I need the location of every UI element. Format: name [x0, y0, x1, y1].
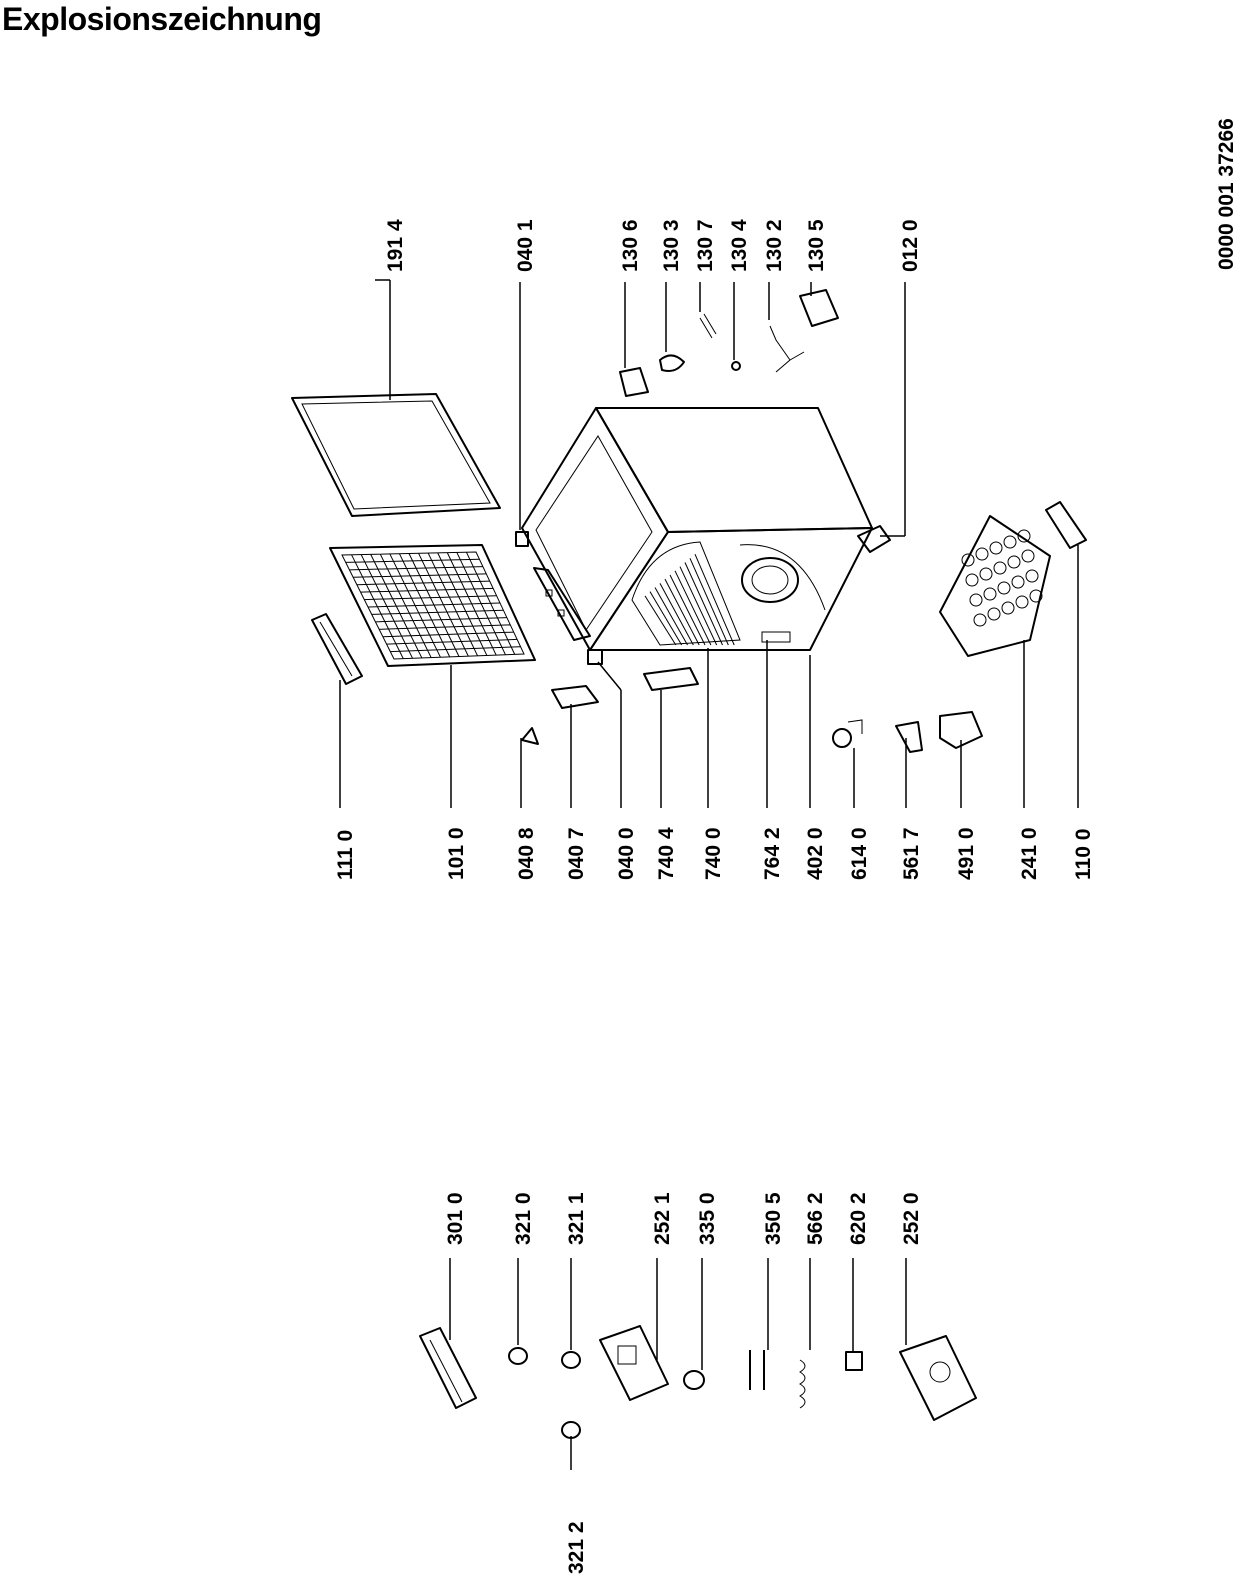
label-040-8: 040 8 [515, 827, 538, 880]
label-040-1: 040 1 [514, 219, 537, 272]
label-335-0: 335 0 [696, 1192, 719, 1245]
label-301-0: 301 0 [444, 1192, 467, 1245]
label-101-0: 101 0 [445, 827, 468, 880]
cabinet-body-part [521, 407, 873, 651]
label-620-2: 620 2 [847, 1192, 870, 1245]
label-566-2: 566 2 [804, 1192, 827, 1245]
label-561-7: 561 7 [900, 827, 923, 880]
label-241-0: 241 0 [1018, 827, 1041, 880]
label-252-1: 252 1 [651, 1192, 674, 1245]
page-title: Explosionszeichnung [2, 1, 322, 37]
label-130-6: 130 6 [619, 219, 642, 272]
label-110-0: 110 0 [1072, 829, 1095, 880]
lid-frame-part [291, 393, 501, 517]
label-130-3: 130 3 [660, 219, 683, 272]
label-130-4: 130 4 [728, 219, 751, 272]
label-321-2: 321 2 [565, 1521, 588, 1574]
label-191-4: 191 4 [384, 219, 407, 272]
label-130-2: 130 2 [763, 219, 786, 272]
label-402-0: 402 0 [804, 827, 827, 880]
label-040-7: 040 7 [565, 827, 588, 880]
label-040-0: 040 0 [615, 827, 638, 880]
label-740-4: 740 4 [655, 827, 678, 880]
hinge-parts [515, 525, 891, 665]
labels-control-group: 301 0 321 0 321 1 252 1 335 0 350 5 566 … [444, 1192, 923, 1574]
label-321-0: 321 0 [512, 1192, 535, 1245]
labels-upper-group: 191 4 040 1 130 6 130 3 130 7 130 4 130 … [384, 219, 922, 272]
basket-part [939, 515, 1051, 657]
lid-part [329, 544, 536, 667]
electrical-components [832, 711, 983, 753]
label-614-0: 614 0 [848, 827, 871, 880]
control-panel-parts [419, 1325, 977, 1439]
door-fittings [521, 667, 699, 745]
divider-part [1045, 501, 1087, 549]
label-130-7: 130 7 [694, 219, 717, 272]
label-491-0: 491 0 [955, 827, 978, 880]
label-350-5: 350 5 [762, 1192, 785, 1245]
label-764-2: 764 2 [761, 827, 784, 880]
leader-lines-lower [339, 545, 1079, 808]
handle-part [311, 613, 363, 685]
doc-number: 0000 001 37266 [1215, 118, 1238, 270]
labels-lower-group: 111 0 101 0 040 8 040 7 040 0 740 4 740 … [334, 827, 1095, 880]
leader-lines-control [449, 1258, 907, 1470]
label-130-5: 130 5 [805, 219, 828, 272]
label-321-1: 321 1 [565, 1192, 588, 1245]
label-740-0: 740 0 [702, 827, 725, 880]
label-252-0: 252 0 [900, 1192, 923, 1245]
label-012-0: 012 0 [899, 219, 922, 272]
label-111-0: 111 0 [334, 830, 357, 880]
leader-lines-upper [375, 279, 906, 537]
fastener-parts [619, 289, 839, 397]
